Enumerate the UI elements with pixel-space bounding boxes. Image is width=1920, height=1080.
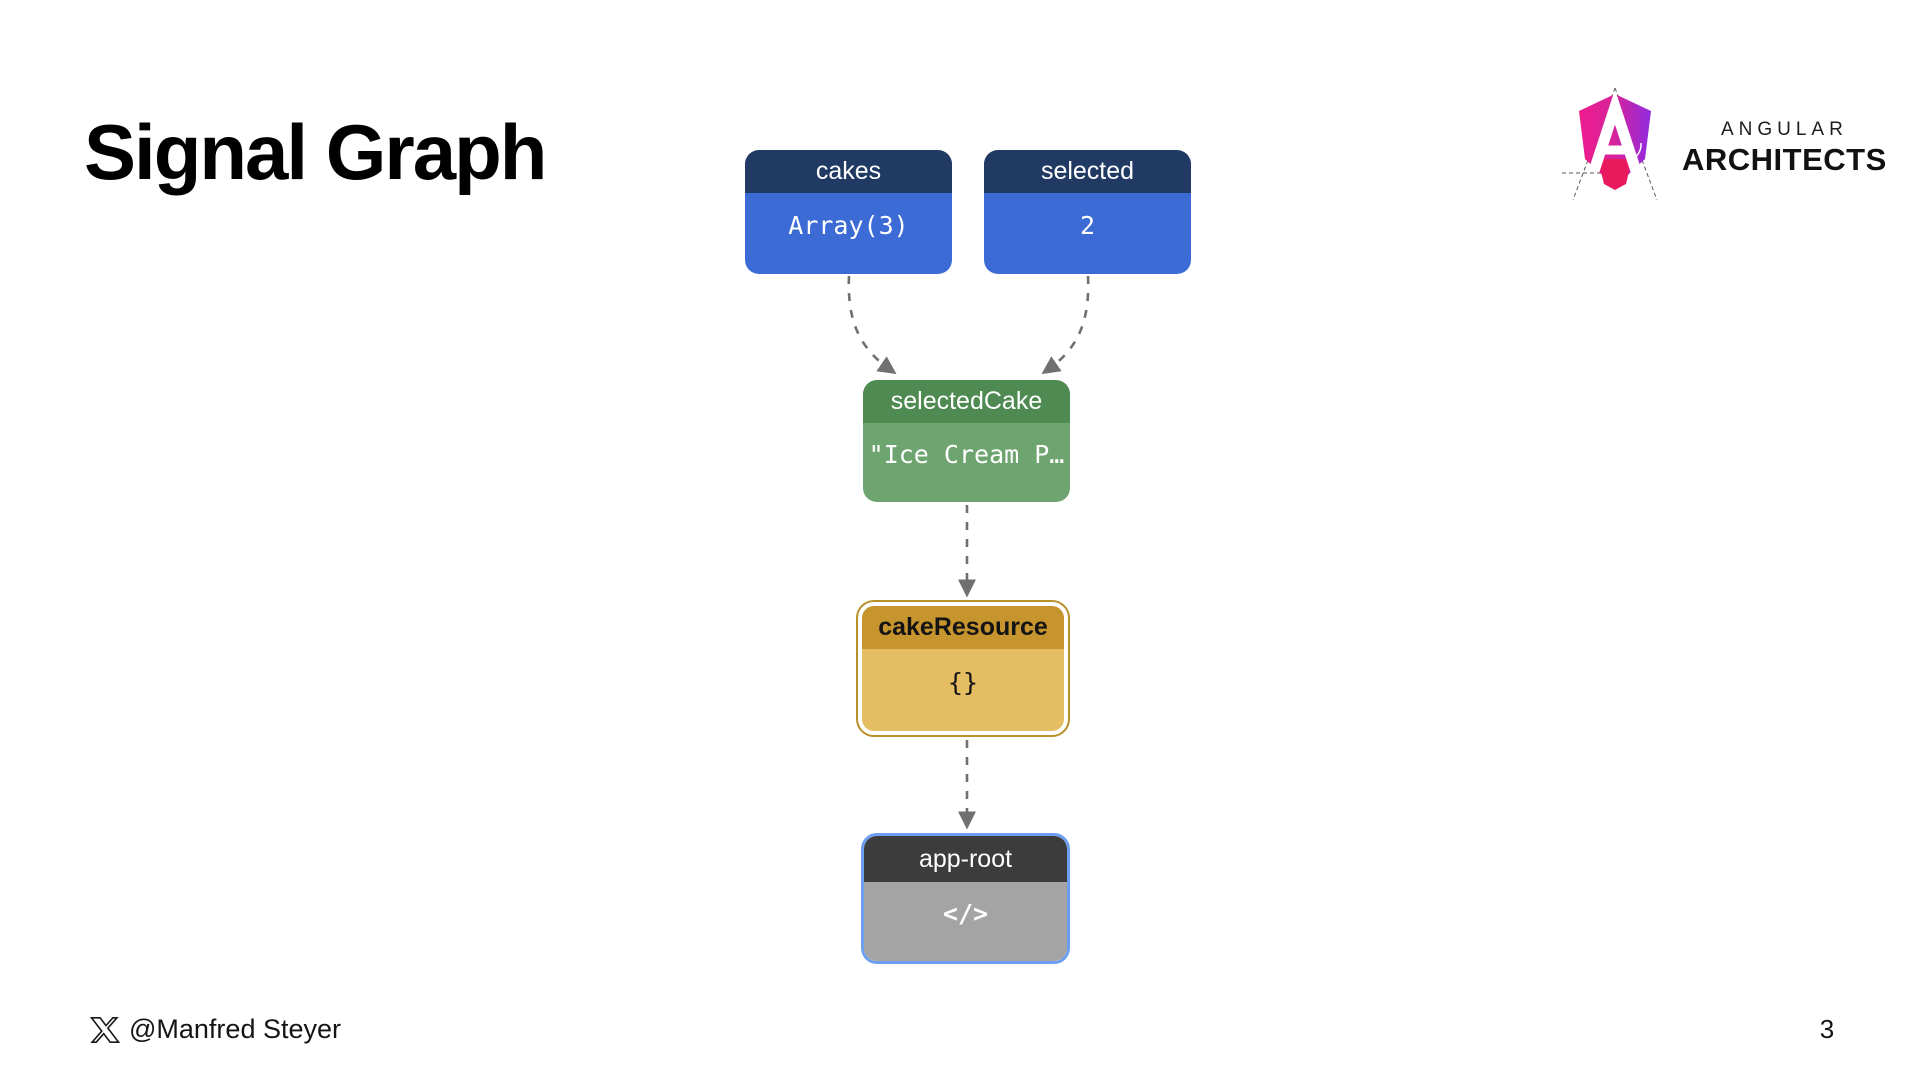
edge-selected-selectedcake <box>1041 275 1090 375</box>
node-selected-label: selected <box>984 150 1191 193</box>
node-cakeresource-value: {} <box>862 649 1064 731</box>
node-selected-value: 2 <box>984 193 1191 274</box>
brand-name-bottom: ARCHITECTS <box>1682 141 1887 177</box>
node-cakeresource-label: cakeResource <box>862 606 1064 649</box>
edge-cakes-selectedcake <box>847 275 897 375</box>
footer-handle: @Manfred Steyer <box>129 1013 341 1044</box>
node-cakeresource: cakeResource {} <box>862 606 1064 731</box>
node-cakes-label: cakes <box>745 150 952 193</box>
node-selected: selected 2 <box>984 150 1191 274</box>
angular-architects-logo-icon <box>1562 87 1658 201</box>
page-title: Signal Graph <box>84 108 547 196</box>
brand-text: ANGULAR ARCHITECTS <box>1682 119 1887 178</box>
node-cakes-value: Array(3) <box>745 193 952 274</box>
node-cakes: cakes Array(3) <box>745 150 952 274</box>
brand-name-top: ANGULAR <box>1720 118 1848 140</box>
node-app-root: app-root </> <box>861 833 1070 964</box>
footer: @Manfred Steyer <box>90 1013 341 1045</box>
brand-logo: ANGULAR ARCHITECTS <box>1560 86 1886 204</box>
node-app-root-value: </> <box>864 882 1067 961</box>
x-twitter-icon <box>90 1017 120 1043</box>
node-selectedcake: selectedCake "Ice Cream P… <box>863 380 1070 502</box>
node-selectedcake-label: selectedCake <box>863 380 1070 423</box>
node-cakeresource-ring: cakeResource {} <box>856 600 1070 737</box>
node-selectedcake-value: "Ice Cream P… <box>863 423 1070 502</box>
node-app-root-label: app-root <box>864 836 1067 882</box>
page-number: 3 <box>1819 1014 1835 1044</box>
